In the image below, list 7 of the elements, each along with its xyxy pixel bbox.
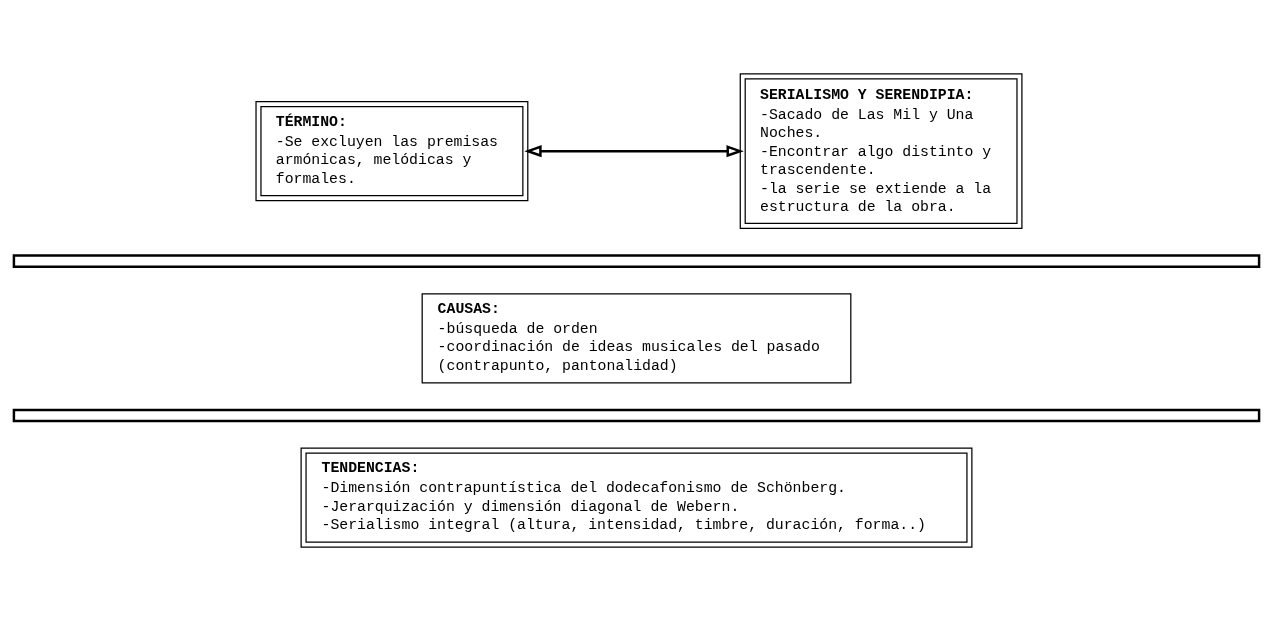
- node-box: SERIALISMO Y SERENDIPIA: -Sacado de Las Mil y Una Noches. -Encontrar algo distinto y trascendente. -la serie se extiende a la estructura de la obra.: [739, 73, 1023, 229]
- arrow: [524, 145, 744, 158]
- node-bar: [12, 408, 1261, 423]
- node-bar: [12, 254, 1261, 268]
- node-box: TÉRMINO: -Se excluyen las premisas armónicas, melódicas y formales.: [255, 101, 529, 202]
- node-box: TENDENCIAS: -Dimensión contrapuntística del dodecafonismo de Schönberg. -Jerarquización y dimensión diagonal de Webern. -Serialismo integral (altura, intensidad, timbre, duración, forma..): [300, 447, 973, 548]
- node-box: CAUSAS: -búsqueda de orden -coordinación de ideas musicales del pasado (contrapunto, pantonalidad): [421, 293, 852, 384]
